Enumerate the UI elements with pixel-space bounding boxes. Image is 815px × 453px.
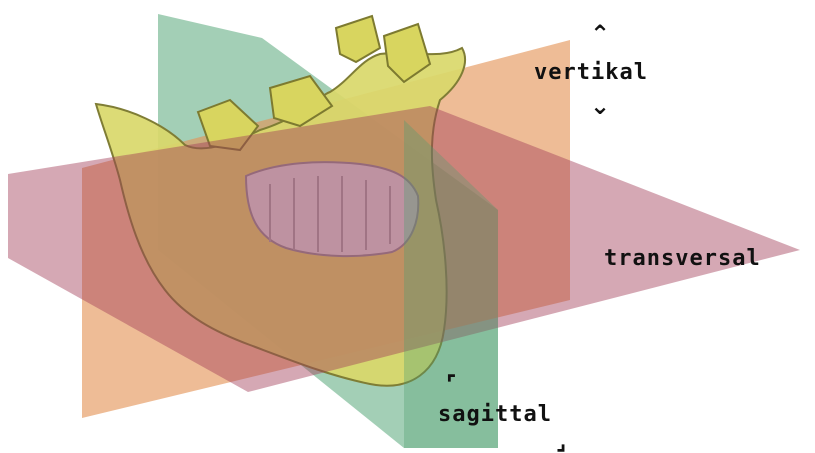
label-sagittal: sagittal: [438, 402, 552, 427]
label-vertikal: vertikal: [534, 60, 648, 85]
nasal-process: [336, 16, 380, 62]
corner-bottom-right-icon: ⌟: [556, 430, 566, 453]
arrow-down-icon: ⌄: [590, 92, 610, 120]
arrow-up-icon: ⌃: [590, 20, 610, 48]
label-transversal: transversal: [604, 246, 761, 271]
corner-top-left-icon: ⌜: [446, 372, 456, 397]
